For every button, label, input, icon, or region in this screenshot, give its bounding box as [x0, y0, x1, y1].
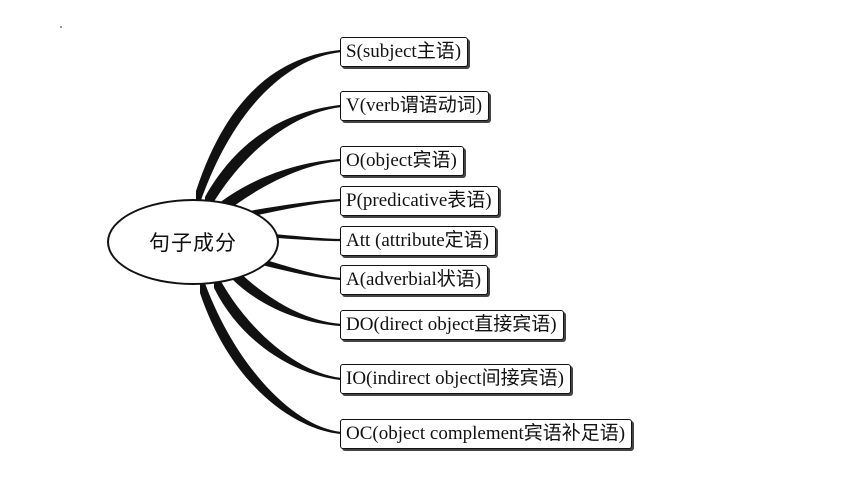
node-object-complement: OC(object complement宾语补足语)	[340, 419, 633, 449]
stray-dot	[60, 26, 62, 28]
node-direct-object: DO(direct object直接宾语)	[340, 310, 564, 340]
node-object-label: O(object宾语)	[346, 150, 457, 171]
node-indirect-object-label: IO(indirect object间接宾语)	[346, 368, 564, 389]
node-adverbial: A(adverbial状语)	[340, 265, 489, 295]
node-predicative: P(predicative表语)	[340, 186, 499, 216]
branch-connector-direct-object	[232, 265, 341, 327]
node-attribute-label: Att (attribute定语)	[346, 230, 489, 251]
node-adverbial-label: A(adverbial状语)	[346, 269, 482, 290]
branch-connector-verb	[205, 104, 341, 217]
center-node-label: 句子成分	[149, 231, 237, 255]
branch-connector-predicative	[238, 198, 341, 219]
node-predicative-label: P(predicative表语)	[346, 190, 492, 211]
node-attribute: Att (attribute定语)	[340, 226, 496, 256]
node-indirect-object: IO(indirect object间接宾语)	[340, 364, 571, 394]
branch-connector-object-complement	[200, 269, 341, 435]
node-direct-object-label: DO(direct object直接宾语)	[346, 314, 557, 335]
node-object: O(object宾语)	[340, 146, 464, 176]
node-verb-label: V(verb谓语动词)	[346, 95, 483, 116]
node-object-complement-label: OC(object complement宾语补足语)	[346, 423, 626, 444]
branch-connector-indirect-object	[214, 268, 341, 381]
branch-connector-object	[218, 158, 341, 218]
center-node-sentence-elements: 句子成分	[107, 199, 279, 285]
branch-connector-adverbial	[262, 259, 341, 281]
node-verb: V(verb谓语动词)	[340, 91, 490, 121]
branch-connector-subject	[196, 49, 341, 216]
node-subject-label: S(subject主语)	[346, 41, 462, 62]
branch-connector-attribute	[262, 233, 341, 242]
node-subject: S(subject主语)	[340, 37, 469, 67]
